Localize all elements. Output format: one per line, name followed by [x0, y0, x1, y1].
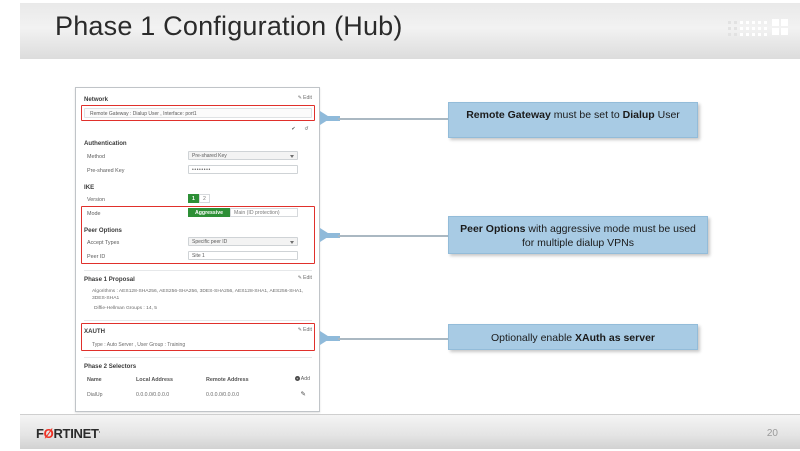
peer-id-input[interactable]: Site 1 [188, 251, 298, 260]
ike-version-label: Version [87, 197, 105, 203]
method-select[interactable]: Pre-shared Key [188, 151, 298, 160]
section-authentication-label: Authentication [84, 140, 127, 147]
section-xauth-label: XAUTH [84, 328, 105, 335]
pencil-icon[interactable]: ✎ [300, 391, 306, 398]
phase1-proposal-dh-groups: Diffie-Hellman Groups : 14, 5 [94, 306, 157, 311]
section-peer-options-label: Peer Options [84, 227, 122, 234]
callout-remote-gateway: Remote Gateway must be set to Dialup Use… [448, 102, 698, 138]
callout-1-leader [320, 116, 340, 121]
method-value: Pre-shared Key [192, 153, 227, 159]
cell-remote-address: 0.0.0.0/0.0.0.0 [206, 392, 240, 398]
callout-1-line [338, 118, 448, 120]
fortinet-logo: FØRTINET. [36, 426, 100, 441]
column-header-name: Name [87, 377, 102, 383]
column-header-remote-address: Remote Address [206, 377, 249, 383]
chevron-down-icon [290, 241, 294, 244]
callout-2-text: Peer Options with aggressive mode must b… [460, 223, 696, 249]
preshared-key-label: Pre-shared Key [87, 168, 125, 174]
preshared-key-input[interactable]: •••••••• [188, 165, 298, 174]
accept-types-value: Specific peer ID [192, 239, 228, 245]
callout-2-line [338, 235, 448, 237]
column-header-local-address: Local Address [136, 377, 173, 383]
ike-version-option-1[interactable]: 1 [188, 194, 199, 203]
section-phase2-selectors-label: Phase 2 Selectors [84, 363, 137, 370]
network-edit-button[interactable]: ✎Edit [297, 95, 312, 101]
confirm-icon[interactable]: ✔ [291, 126, 296, 132]
phase1-proposal-algorithms: Algorithms : AES128-SHA256, AES256-SHA25… [92, 289, 304, 301]
revert-icon[interactable]: ↺ [304, 126, 309, 132]
page-title: Phase 1 Configuration (Hub) [55, 11, 403, 41]
callout-1-arrow [320, 111, 331, 125]
callout-2-leader [320, 233, 340, 238]
callout-xauth: Optionally enable XAuth as server [448, 324, 698, 350]
pencil-icon: ✎ [297, 275, 303, 281]
accept-types-label: Accept Types [87, 240, 120, 246]
slide-footer: FØRTINET. 20 [20, 414, 800, 449]
pencil-icon: ✎ [297, 95, 303, 101]
callout-1-text: Remote Gateway must be set to Dialup Use… [466, 109, 680, 121]
callout-3-arrow [320, 331, 331, 345]
slide-header: Phase 1 Configuration (Hub) [20, 3, 800, 60]
callout-2-arrow [320, 228, 331, 242]
chevron-down-icon [290, 155, 294, 158]
cell-local-address: 0.0.0.0/0.0.0.0 [136, 392, 170, 398]
plus-icon: + [294, 376, 300, 382]
accept-types-select[interactable]: Specific peer ID [188, 237, 298, 246]
callout-3-line [338, 338, 448, 340]
page-number: 20 [766, 428, 778, 439]
callout-3-leader [320, 336, 340, 341]
ike-version-option-2[interactable]: 2 [199, 194, 210, 203]
section-phase1-proposal-label: Phase 1 Proposal [84, 276, 135, 283]
peer-id-label: Peer ID [87, 254, 106, 260]
table-row: DialUp [87, 392, 103, 398]
add-phase2-selector-button[interactable]: +Add [294, 376, 310, 382]
phase1-config-panel: Network ✎Edit Remote Gateway : Dialup Us… [75, 87, 320, 412]
xauth-summary: Type : Auto Server , User Group : Traini… [92, 342, 186, 348]
xauth-edit-button[interactable]: ✎Edit [297, 327, 312, 333]
section-ike-label: IKE [84, 184, 95, 191]
phase1-proposal-edit-button[interactable]: ✎Edit [297, 275, 312, 281]
slide-body: Network ✎Edit Remote Gateway : Dialup Us… [20, 59, 800, 414]
callout-peer-options: Peer Options with aggressive mode must b… [448, 216, 708, 254]
network-summary: Remote Gateway : Dialup User , Interface… [84, 108, 312, 118]
method-label: Method [87, 154, 105, 160]
section-network-label: Network [84, 96, 109, 103]
callout-3-text: Optionally enable XAuth as server [490, 332, 656, 344]
ike-mode-option-main[interactable]: Main (ID protection) [230, 208, 298, 217]
pencil-icon: ✎ [297, 327, 303, 333]
ike-mode-option-aggressive[interactable]: Aggressive [188, 208, 230, 217]
ike-mode-label: Mode [87, 211, 101, 217]
grid-squares-icon [728, 17, 788, 43]
